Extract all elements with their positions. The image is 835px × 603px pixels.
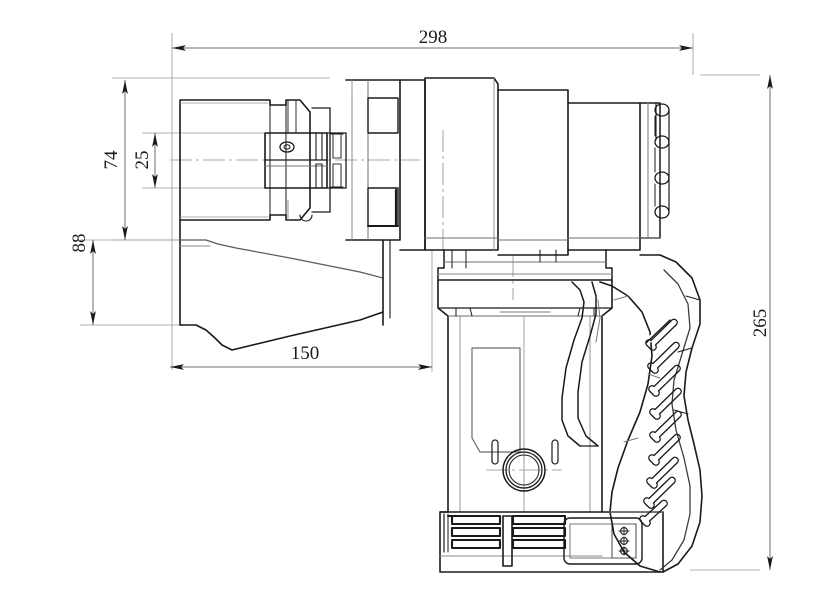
battery-terminal-block [618, 526, 630, 556]
control-panel [563, 517, 643, 565]
reaction-arm [179, 219, 391, 351]
dimension-label-298: 298 [419, 27, 448, 48]
dimension-label-88: 88 [69, 234, 90, 253]
square-drive-socket [179, 99, 328, 222]
motor-housing [497, 89, 661, 256]
dimension-label-150: 150 [291, 343, 320, 364]
dimension-label-265: 265 [750, 309, 771, 338]
pistol-grip-handle [599, 254, 703, 573]
led-indicator-ring [491, 439, 559, 492]
battery-slide-rails [443, 513, 567, 567]
intermediate-housing [424, 77, 499, 251]
dimension-lines [90, 45, 773, 570]
motor-vent-ports [654, 102, 670, 219]
grip-ventilation-slots [639, 317, 682, 527]
extension-lines [80, 33, 760, 571]
trigger-switch [561, 281, 601, 447]
dimension-label-25: 25 [132, 151, 153, 170]
socket-shank-detail [311, 107, 347, 213]
dimension-label-74: 74 [101, 150, 122, 170]
housing-collar [437, 249, 613, 281]
